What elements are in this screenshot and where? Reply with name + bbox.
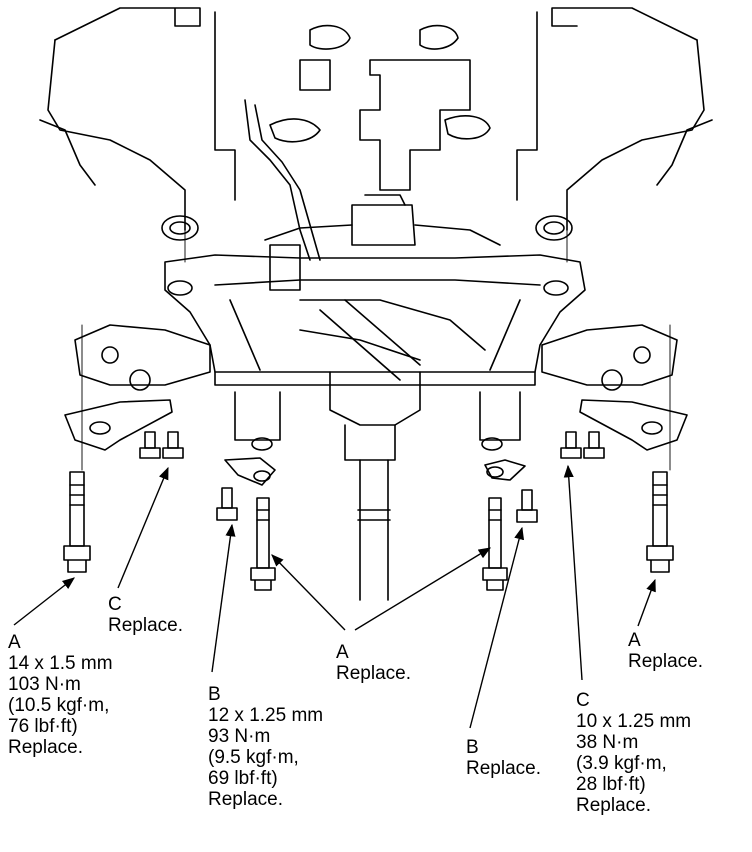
front-subframe [164, 254, 586, 461]
bolt-a-left [63, 471, 91, 573]
callout-line: 12 x 1.25 mm [208, 705, 324, 726]
callout-line: (9.5 kgf·m, [208, 747, 299, 768]
bolt-a-center-right [482, 497, 508, 591]
left-mount [161, 215, 199, 241]
callout-line: Replace. [628, 651, 703, 672]
callout-line: Replace. [576, 795, 651, 816]
bolt-b-right-short [516, 489, 538, 523]
left-control-arm [74, 324, 211, 391]
callout-c-left: C Replace. [108, 594, 183, 636]
callout-letter: A [8, 632, 21, 653]
callout-letter: A [628, 630, 641, 651]
callout-line: (10.5 kgf·m, [8, 695, 110, 716]
right-stiffener-bracket [579, 399, 688, 451]
steering-gearbox [264, 194, 501, 291]
exhaust-pipe [357, 459, 391, 601]
callout-line: 10 x 1.25 mm [576, 711, 692, 732]
callout-b-left: B 12 x 1.25 mm 93 N·m (9.5 kgf·m, 69 lbf… [208, 684, 323, 810]
callout-line: Replace. [208, 789, 283, 810]
bolt-c-right-1 [560, 431, 582, 459]
callout-line: 103 N·m [8, 674, 81, 695]
callout-line: (3.9 kgf·m, [576, 753, 667, 774]
callout-line: 38 N·m [576, 732, 639, 753]
callout-letter: B [466, 737, 479, 758]
callout-letter: C [576, 690, 590, 711]
bolt-b-left-short [216, 487, 238, 521]
bolt-c-left-1 [139, 431, 161, 459]
callout-line: 28 lbf·ft) [576, 774, 646, 795]
bolt-a-center-left [250, 497, 276, 591]
callout-letter: C [108, 594, 122, 615]
bolt-c-left-2 [162, 431, 184, 459]
callout-c-right: C 10 x 1.25 mm 38 N·m (3.9 kgf·m, 28 lbf… [576, 690, 691, 816]
left-center-bracket [224, 457, 276, 486]
body-outline [39, 7, 713, 261]
callout-line: Replace. [8, 737, 83, 758]
callout-line: Replace. [466, 758, 541, 779]
callout-letter: B [208, 684, 221, 705]
left-stiffener-bracket [64, 399, 173, 451]
callout-a-right: A Replace. [628, 630, 703, 672]
right-mount [535, 215, 573, 241]
right-control-arm [541, 324, 678, 391]
callout-letter: A [336, 642, 349, 663]
callout-line: 14 x 1.5 mm [8, 653, 113, 674]
callout-line: 69 lbf·ft) [208, 768, 278, 789]
callout-a-left: A 14 x 1.5 mm 103 N·m (10.5 kgf·m, 76 lb… [8, 632, 113, 758]
bolt-c-right-2 [583, 431, 605, 459]
right-center-bracket [484, 459, 526, 481]
leader-arrows [13, 464, 656, 729]
callout-line: Replace. [336, 663, 411, 684]
callout-line: 76 lbf·ft) [8, 716, 78, 737]
callout-b-right: B Replace. [466, 737, 541, 779]
callout-a-center: A Replace. [336, 642, 411, 684]
alignment-lines [81, 229, 671, 471]
callout-line: 93 N·m [208, 726, 271, 747]
bolt-a-right [646, 471, 674, 573]
callout-line: Replace. [108, 615, 183, 636]
